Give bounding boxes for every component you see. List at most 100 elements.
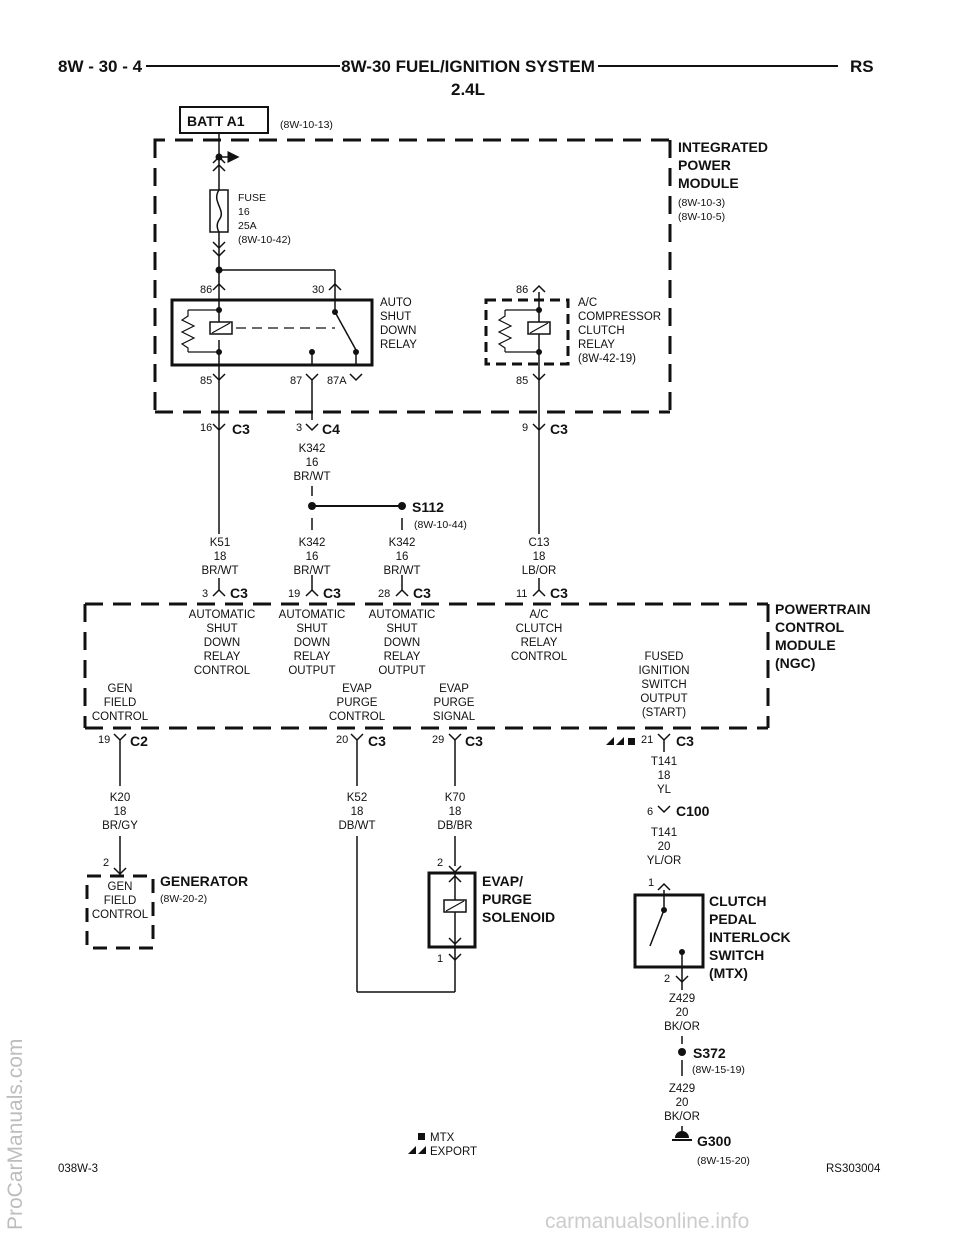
mtx-legend-icon bbox=[418, 1133, 425, 1140]
wire-k342-b-color: BR/WT bbox=[383, 565, 420, 577]
wire-c13-circuit: C13 bbox=[528, 537, 549, 549]
ground-circuit: Z429 20 BK/OR S372 (8W-15-19) Z429 20 BK… bbox=[664, 993, 750, 1167]
generator-label: GENERATOR bbox=[160, 873, 248, 889]
generator: 2 GEN FIELD CONTROL GENERATOR (8W-20-2) bbox=[85, 857, 248, 950]
pcm-evap-signal-l2: PURGE bbox=[434, 697, 475, 709]
wire-z429-b-color: BK/OR bbox=[664, 1111, 700, 1123]
clutch-pin-1: 1 bbox=[648, 877, 654, 889]
asd-pin-86: 86 bbox=[200, 284, 212, 296]
clutch-pin-2: 2 bbox=[664, 973, 670, 985]
wire-t141-18-circuit: T141 bbox=[651, 756, 677, 768]
wire-k342-top-gauge: 16 bbox=[306, 457, 319, 469]
c3-connector-28: C3 bbox=[413, 585, 431, 601]
splice-s372-ref: (8W-15-19) bbox=[692, 1064, 745, 1076]
wire-t141-20-color: YL/OR bbox=[647, 855, 682, 867]
wire-k342-b-circuit: K342 bbox=[389, 537, 416, 549]
legend-export: EXPORT bbox=[430, 1146, 477, 1158]
evap-label-l3: SOLENOID bbox=[482, 909, 555, 925]
wire-t141-20-gauge: 20 bbox=[658, 841, 671, 853]
wire-c13-gauge: 18 bbox=[533, 551, 546, 563]
page-title: 8W-30 FUEL/IGNITION SYSTEM bbox=[341, 57, 595, 76]
ground-g300-ref: (8W-15-20) bbox=[697, 1155, 750, 1167]
ipm-boundary bbox=[153, 138, 672, 414]
legend: MTX EXPORT bbox=[408, 1132, 477, 1158]
c3-pin-20: 20 bbox=[336, 734, 348, 746]
model-code: RS bbox=[850, 57, 874, 76]
c3-connector-20: C3 bbox=[368, 733, 386, 749]
wire-k70-circuit: K70 bbox=[445, 792, 465, 804]
fuse-ref: (8W-10-42) bbox=[238, 234, 291, 246]
pcm-asd-control-l3: DOWN bbox=[204, 637, 240, 649]
pcm-asd-output-a-l1: AUTOMATIC bbox=[279, 609, 346, 621]
pcm-asd-output-a-l4: RELAY bbox=[294, 651, 331, 663]
wire-z429-a-circuit: Z429 bbox=[669, 993, 695, 1005]
wire-t141-20-circuit: T141 bbox=[651, 827, 677, 839]
asd-relay: 86 30 85 87 87A AUTO SHUT DOWN RELAY bbox=[170, 282, 417, 387]
pcm-asd-control-l1: AUTOMATIC bbox=[189, 609, 256, 621]
c3-connector-9: C3 bbox=[550, 421, 568, 437]
c3-connector-11: C3 bbox=[550, 585, 568, 601]
fuse-16: FUSE 16 25A (8W-10-42) bbox=[209, 189, 291, 270]
ac-relay-ref: (8W-42-19) bbox=[578, 353, 636, 365]
pcm-evap-control-l3: CONTROL bbox=[329, 711, 386, 723]
pcm-top-connectors: 3 C3 19 C3 28 C3 11 C3 bbox=[202, 585, 568, 601]
wire-k52-circuit: K52 bbox=[347, 792, 367, 804]
wire-t141-18-color: YL bbox=[657, 784, 672, 796]
ac-relay-label-line1: A/C bbox=[578, 297, 597, 309]
pcm-asd-output-b-l1: AUTOMATIC bbox=[369, 609, 436, 621]
clutch-pedal-interlock-switch: 1 2 CLUTCH PEDAL INTERLOCK SWITCH (MTX) bbox=[633, 877, 791, 990]
pcm-ac-control-l1: A/C bbox=[529, 609, 548, 621]
pcm-pin-functions: AUTOMATIC SHUT DOWN RELAY CONTROL AUTOMA… bbox=[92, 609, 690, 723]
asd-label-line3: DOWN bbox=[380, 325, 416, 337]
export-legend-icon bbox=[408, 1146, 426, 1154]
wire-k342-a-color: BR/WT bbox=[293, 565, 330, 577]
pcm-label-line1: POWERTRAIN bbox=[775, 601, 871, 617]
c3-connector-16: C3 bbox=[232, 421, 250, 437]
legend-mtx: MTX bbox=[430, 1132, 455, 1144]
pcm-asd-control-l2: SHUT bbox=[206, 623, 237, 635]
page-header: 8W - 30 - 4 8W-30 FUEL/IGNITION SYSTEM R… bbox=[58, 57, 874, 99]
asd-pin-85: 85 bbox=[200, 375, 212, 387]
clutch-label-l2: PEDAL bbox=[709, 911, 757, 927]
wire-z429-b-circuit: Z429 bbox=[669, 1083, 695, 1095]
ipm-ref2: (8W-10-5) bbox=[678, 211, 725, 223]
pcm-evap-control-l1: EVAP bbox=[342, 683, 372, 695]
pcm-asd-output-b-l5: OUTPUT bbox=[378, 665, 425, 677]
page-subtitle: 2.4L bbox=[451, 80, 485, 99]
batt-ref: (8W-10-13) bbox=[280, 119, 333, 131]
wire-z429-a-color: BK/OR bbox=[664, 1021, 700, 1033]
splice-s112: S112 bbox=[412, 499, 444, 515]
wire-z429-b-gauge: 20 bbox=[676, 1097, 689, 1109]
batt-a1-box: BATT A1 (8W-10-13) bbox=[179, 106, 333, 134]
c4-connector-3: C4 bbox=[322, 421, 340, 437]
pcm-label-line3: MODULE bbox=[775, 637, 836, 653]
page-number: 8W - 30 - 4 bbox=[58, 57, 143, 76]
battery-feed bbox=[212, 133, 240, 190]
pcm-asd-control-l4: RELAY bbox=[204, 651, 241, 663]
export-mtx-marker bbox=[606, 737, 635, 745]
wire-t141-18-gauge: 18 bbox=[658, 770, 671, 782]
c100-pin-6: 6 bbox=[647, 806, 653, 818]
wire-k20-circuit: K20 bbox=[110, 792, 130, 804]
pcm-label-line4: (NGC) bbox=[775, 655, 815, 671]
pcm-fused-ign-l4: OUTPUT bbox=[640, 693, 687, 705]
c3-connector-19: C3 bbox=[323, 585, 341, 601]
fuse-label: FUSE bbox=[238, 192, 266, 204]
wire-c13-color: LB/OR bbox=[522, 565, 557, 577]
wire-k52-color: DB/WT bbox=[338, 820, 375, 832]
fuse-rating: 25A bbox=[238, 220, 257, 232]
wire-k70-color: DB/BR bbox=[437, 820, 472, 832]
evap-pin-1: 1 bbox=[437, 953, 443, 965]
watermark-side: ProCarManuals.com bbox=[4, 1038, 27, 1230]
pcm-asd-output-a-l3: DOWN bbox=[294, 637, 330, 649]
c3-pin-29: 29 bbox=[432, 734, 444, 746]
wire-z429-a-gauge: 20 bbox=[676, 1007, 689, 1019]
asd-pin-87: 87 bbox=[290, 375, 302, 387]
ipm-label-line2: POWER bbox=[678, 157, 731, 173]
ac-pin-86: 86 bbox=[516, 284, 528, 296]
wire-k342-a-circuit: K342 bbox=[299, 537, 326, 549]
wire-k20-gauge: 18 bbox=[114, 806, 127, 818]
c3-pin-16: 16 bbox=[200, 422, 212, 434]
asd-label-line4: RELAY bbox=[380, 339, 417, 351]
pcm-asd-output-b-l2: SHUT bbox=[386, 623, 417, 635]
